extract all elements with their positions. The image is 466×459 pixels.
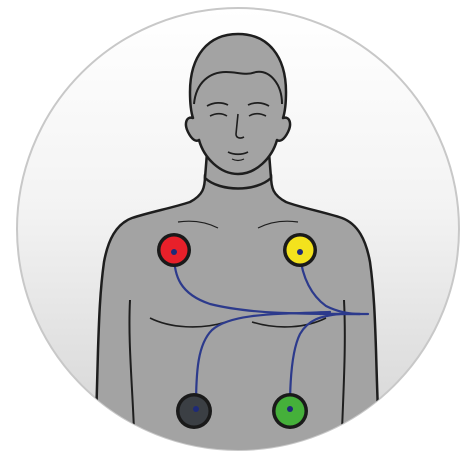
electrode-left-arm	[283, 233, 317, 267]
electrode-left-leg-snap	[287, 406, 293, 412]
electrode-right-arm	[157, 233, 191, 267]
torso	[95, 175, 380, 459]
electrode-left-leg	[272, 393, 308, 429]
electrode-right-leg-snap	[193, 406, 199, 412]
electrode-left-arm-snap	[297, 249, 303, 255]
electrode-right-leg	[176, 393, 212, 429]
electrode-right-arm-snap	[171, 249, 177, 255]
